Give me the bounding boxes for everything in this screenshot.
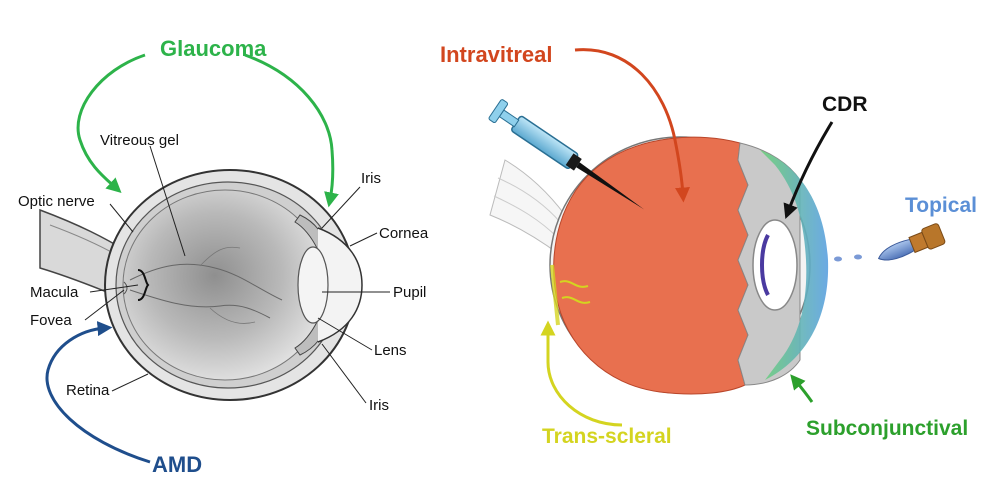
label-pupil: Pupil [393, 284, 426, 301]
cdr-label: CDR [822, 93, 868, 116]
label-iris-bottom: Iris [369, 397, 389, 414]
amd-label: AMD [152, 452, 202, 477]
eye-dropper-icon [834, 223, 946, 269]
label-fovea: Fovea [30, 312, 72, 329]
subconjunctival-arrow [795, 380, 812, 402]
label-vitreous-gel: Vitreous gel [100, 132, 179, 149]
label-optic-nerve: Optic nerve [18, 193, 95, 210]
delivery-eye-illustration [490, 137, 828, 394]
subconjunctival-label: Subconjunctival [806, 417, 968, 440]
label-retina: Retina [66, 382, 110, 399]
label-macula: Macula [30, 284, 79, 301]
glaucoma-label: Glaucoma [160, 36, 267, 61]
topical-label: Topical [905, 194, 977, 217]
label-lens: Lens [374, 342, 407, 359]
label-cornea: Cornea [379, 225, 429, 242]
intravitreal-label: Intravitreal [440, 42, 553, 67]
label-iris-top: Iris [361, 170, 381, 187]
trans-scleral-label: Trans-scleral [542, 425, 672, 448]
